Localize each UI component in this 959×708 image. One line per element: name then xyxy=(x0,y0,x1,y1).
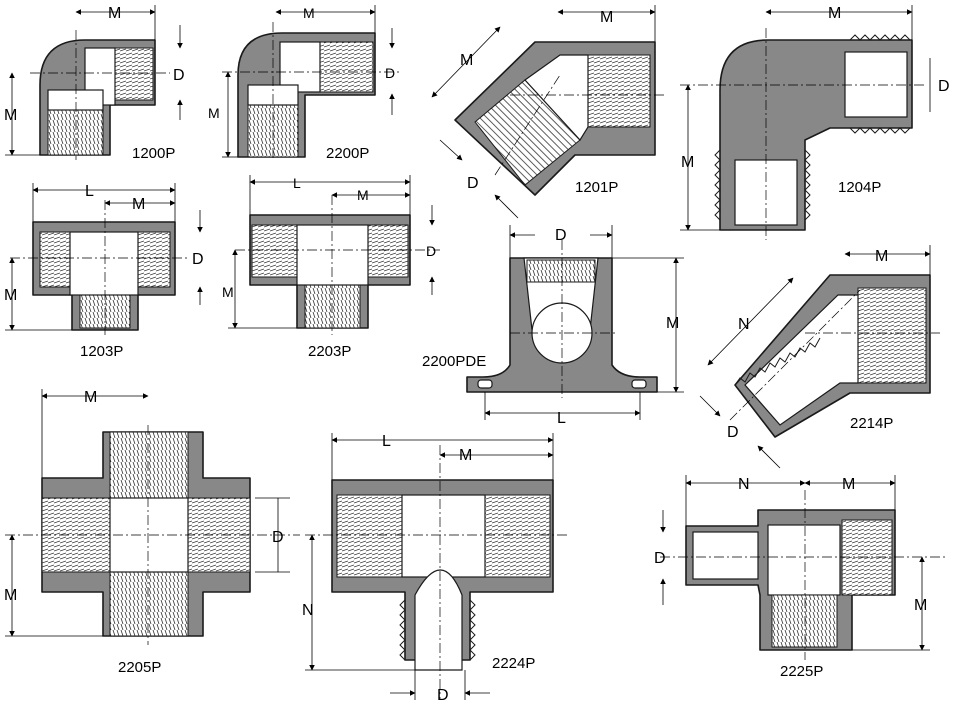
dim-M-label: M xyxy=(460,52,473,69)
dim-D-label: D xyxy=(426,243,436,259)
part-code: 2200PDE xyxy=(422,353,486,370)
dim-L-label: L xyxy=(293,175,301,191)
dim-M-label: M xyxy=(222,284,234,300)
fitting-2200PDE: D M L 2200PDE xyxy=(422,225,684,427)
part-code: 2214P xyxy=(850,415,893,432)
dim-N-label: N xyxy=(302,602,314,619)
fitting-2205P: M M D 2205P xyxy=(4,389,300,676)
dim-D-label: D xyxy=(555,227,567,244)
part-code: 1200P xyxy=(132,145,175,162)
dim-L-label: L xyxy=(557,410,566,427)
dim-M-label: M xyxy=(208,105,220,121)
dim-M-label: M xyxy=(459,447,472,464)
dim-M-label: M xyxy=(842,476,855,493)
fitting-2225P: N M D M 2225P xyxy=(654,475,945,680)
part-code: 1203P xyxy=(80,343,123,360)
fitting-1204P: M M D 1204P xyxy=(680,5,950,240)
part-code: 2200P xyxy=(326,145,369,162)
part-code: 1204P xyxy=(838,179,881,196)
dim-M-label: M xyxy=(303,5,315,21)
fitting-2214P: M N D 2214P xyxy=(699,245,940,469)
dim-M-label: M xyxy=(357,187,369,203)
fitting-1200P: M M D 1200P xyxy=(4,5,185,162)
dim-M-label: M xyxy=(4,107,17,124)
dim-D-label: D xyxy=(192,251,204,268)
dim-M-label: M xyxy=(666,315,679,332)
dim-M-label: M xyxy=(600,9,613,26)
dim-M-label: M xyxy=(108,5,121,22)
dim-M-label: M xyxy=(828,5,841,22)
dim-M-label: M xyxy=(681,154,694,171)
dim-D-label: D xyxy=(173,67,185,84)
dim-M-label: M xyxy=(84,389,97,406)
part-code: 2224P xyxy=(492,655,535,672)
dim-D-label: D xyxy=(467,175,479,192)
dim-D-label: D xyxy=(727,424,739,441)
dim-D-label: D xyxy=(272,529,284,546)
dim-D-label: D xyxy=(385,65,395,81)
dim-L-label: L xyxy=(382,433,391,450)
dim-N-label: N xyxy=(738,316,750,333)
part-code: 2203P xyxy=(308,343,351,360)
fitting-1203P: L M M D 1203P xyxy=(4,183,204,360)
dim-M-label: M xyxy=(914,597,927,614)
dim-M-label: M xyxy=(875,248,888,265)
part-code: 2205P xyxy=(118,659,161,676)
fitting-2200P: M M D 2200P xyxy=(208,5,400,162)
dim-D-label: D xyxy=(437,687,449,704)
dim-M-label: M xyxy=(4,287,17,304)
dim-D-label: D xyxy=(654,550,666,567)
fitting-2203P: L M M D 2203P xyxy=(222,175,440,360)
fitting-2224P: L M N D 2224P xyxy=(302,433,570,704)
dim-M-label: M xyxy=(132,196,145,213)
part-code: 1201P xyxy=(575,179,618,196)
dim-M-label: M xyxy=(4,587,17,604)
fitting-1201P: M M D 1201P xyxy=(431,5,665,219)
dim-N-label: N xyxy=(738,476,750,493)
part-code: 2225P xyxy=(780,663,823,680)
dim-D-label: D xyxy=(938,78,950,95)
dim-L-label: L xyxy=(85,183,94,200)
